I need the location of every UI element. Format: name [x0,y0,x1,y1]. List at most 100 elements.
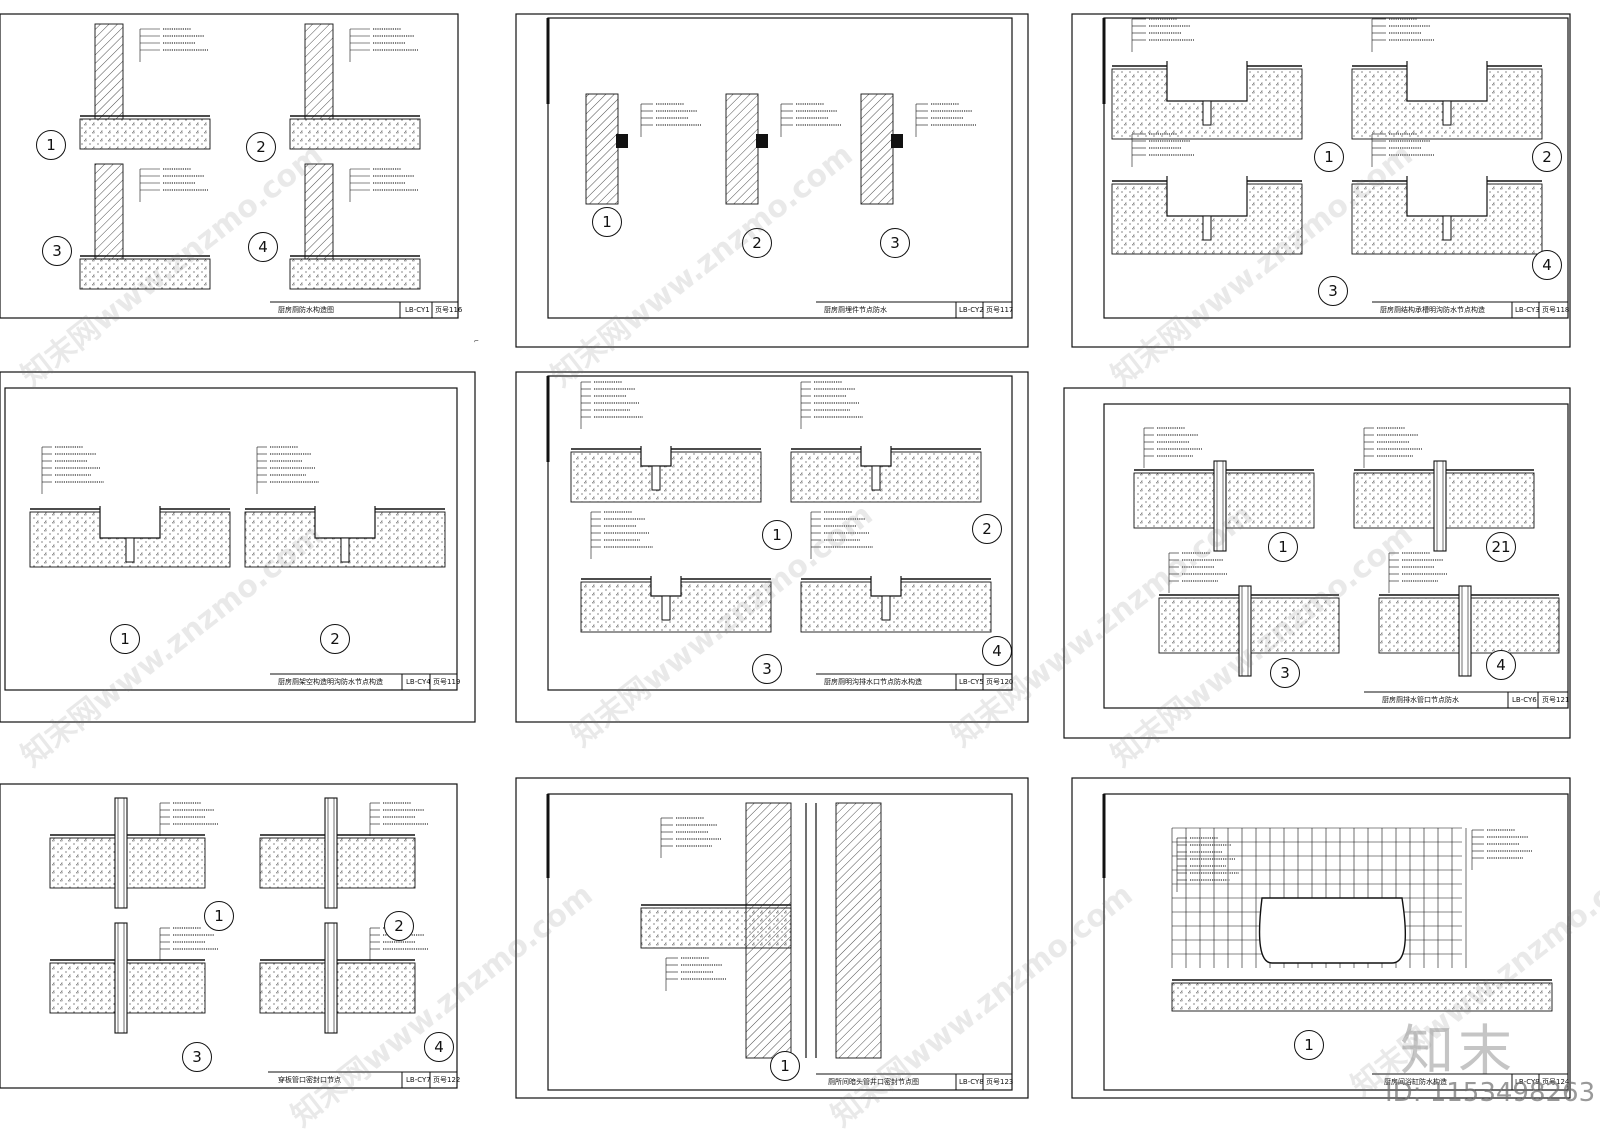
sheet-drawing [1063,387,1571,739]
drawing-sheet[interactable]: 厨房厕排水管口节点防水 LB-CY6 页号121 1 21 3 4 [1063,387,1571,739]
drain-trough [650,576,682,597]
drawing-sheet[interactable]: 厕所间暗头管井口密封节点图 LB-CY8 页号123 1 [515,777,1029,1099]
drawing-sheet[interactable]: 厨房间浴缸防水构造 LB-CY9 页号124 1 [1071,777,1571,1099]
sheet-page: 页号122 [433,1076,461,1084]
detail-number: 2 [1532,142,1562,172]
drain-trough [314,506,376,539]
vertical-pipe [114,922,128,1034]
sheet-page: 页号117 [986,306,1014,314]
sheet-page: 页号121 [1542,696,1570,704]
drain-pipe [1202,100,1212,126]
detail-number: 3 [182,1042,212,1072]
detail-number: 1 [770,1051,800,1081]
sheet-title: 厨房厕架空构造明沟防水节点构造 [278,678,383,686]
sheet-code: LB-CY8 [959,1078,984,1086]
detail-number: 2 [742,228,772,258]
sheet-title: 厨房厕埋件节点防水 [824,306,887,314]
vertical-pipe [324,922,338,1034]
drain-trough [870,576,902,597]
masonry-wall [860,93,894,205]
detail-number: 1 [110,624,140,654]
sheet-title: 厨房厕明沟排水口节点防水构造 [824,678,922,686]
sheet-title: 厨房厕排水管口节点防水 [1382,696,1459,704]
sheet-title: 厨房厕结构承槽明沟防水节点构造 [1380,306,1485,314]
masonry-wall [304,23,334,120]
concrete-slab [1171,982,1553,1012]
detail-number: 1 [36,130,66,160]
drain-pipe [881,595,891,621]
detail-number: 1 [204,901,234,931]
drain-trough [1406,61,1488,102]
masonry-wall [94,23,124,120]
drawing-sheet[interactable]: 厨房厕结构承槽明沟防水节点构造 LB-CY3 页号118 1 2 3 4 [1071,13,1571,348]
sheet-drawing [1071,777,1571,1099]
embedded-part [616,134,628,148]
drawing-sheet[interactable]: 厨房厕埋件节点防水 LB-CY2 页号117 1 2 3 [515,13,1029,348]
sheet-page: 页号123 [986,1078,1014,1086]
drain-pipe [1442,100,1452,126]
sheet-code: LB-CY7 [406,1076,431,1084]
sheet-page: 页号118 [1542,306,1570,314]
drain-trough [1166,176,1248,217]
detail-number: 4 [982,636,1012,666]
sheet-title: 穿板管口密封口节点 [278,1076,341,1084]
detail-number: 3 [42,236,72,266]
detail-number: 1 [1314,142,1344,172]
sheet-drawing [0,371,476,723]
detail-number: 4 [424,1032,454,1062]
drawing-sheet[interactable]: 厨房厕明沟排水口节点防水构造 LB-CY5 页号120 1 2 3 4 [515,371,1029,723]
sheet-drawing: ⌐ [0,13,479,345]
masonry-wall [585,93,619,205]
svg-text:⌐: ⌐ [474,338,479,345]
sheet-code: LB-CY3 [1515,306,1540,314]
sheet-code: LB-CY9 [1515,1078,1540,1086]
vertical-pipe [1238,585,1252,677]
detail-number: 1 [1294,1030,1324,1060]
detail-number: 1 [592,207,622,237]
detail-number: 1 [762,520,792,550]
sheet-page: 页号120 [986,678,1014,686]
sheet-code: LB-CY6 [1512,696,1537,704]
masonry-wall [725,93,759,205]
sheet-drawing [515,777,1029,1099]
concrete-slab [640,907,792,949]
drain-pipe [1202,215,1212,241]
detail-number: 3 [1318,276,1348,306]
drawing-sheet[interactable]: 厨房厕架空构造明沟防水节点构造 LB-CY4 页号119 1 2 [0,371,476,723]
sheet-drawing [0,783,458,1089]
detail-number: 3 [752,654,782,684]
detail-number: 2 [972,514,1002,544]
embedded-part [891,134,903,148]
concrete-slab [79,258,211,290]
detail-number: 4 [1532,250,1562,280]
drain-trough [99,506,161,539]
brand-logo: 知末 [1400,1019,1516,1082]
sheet-drawing [515,371,1029,723]
detail-number: 2 [246,132,276,162]
sheet-page: 页号119 [433,678,461,686]
concrete-slab [289,258,421,290]
vertical-pipe [324,797,338,909]
masonry-wall [94,163,124,260]
sheet-code: LB-CY1 [405,306,430,314]
drain-pipe [651,465,661,491]
vertical-pipe [114,797,128,909]
detail-number: 21 [1486,532,1516,562]
sheet-drawing [515,13,1029,348]
detail-number: 1 [1268,532,1298,562]
sheet-code: LB-CY5 [959,678,984,686]
drawing-sheet[interactable]: ⌐ 厨房厕防水构造图 LB-CY1 页号116 1 2 3 4 [0,13,479,347]
sheet-title: 厕所间暗头管井口密封节点图 [828,1078,919,1086]
detail-number: 4 [248,232,278,262]
drain-trough [640,446,672,467]
drawing-sheet[interactable]: 穿板管口密封口节点 LB-CY7 页号122 1 2 3 4 [0,778,475,1098]
sheet-code: LB-CY2 [959,306,984,314]
drain-trough [1166,61,1248,102]
vertical-pipe [1213,460,1227,552]
sheet-title: 厨房间浴缸防水构造 [1384,1078,1447,1086]
sheet-code: LB-CY4 [406,678,431,686]
drain-trough [860,446,892,467]
masonry-wall [304,163,334,260]
detail-number: 3 [880,228,910,258]
sheet-drawing [1071,13,1571,348]
